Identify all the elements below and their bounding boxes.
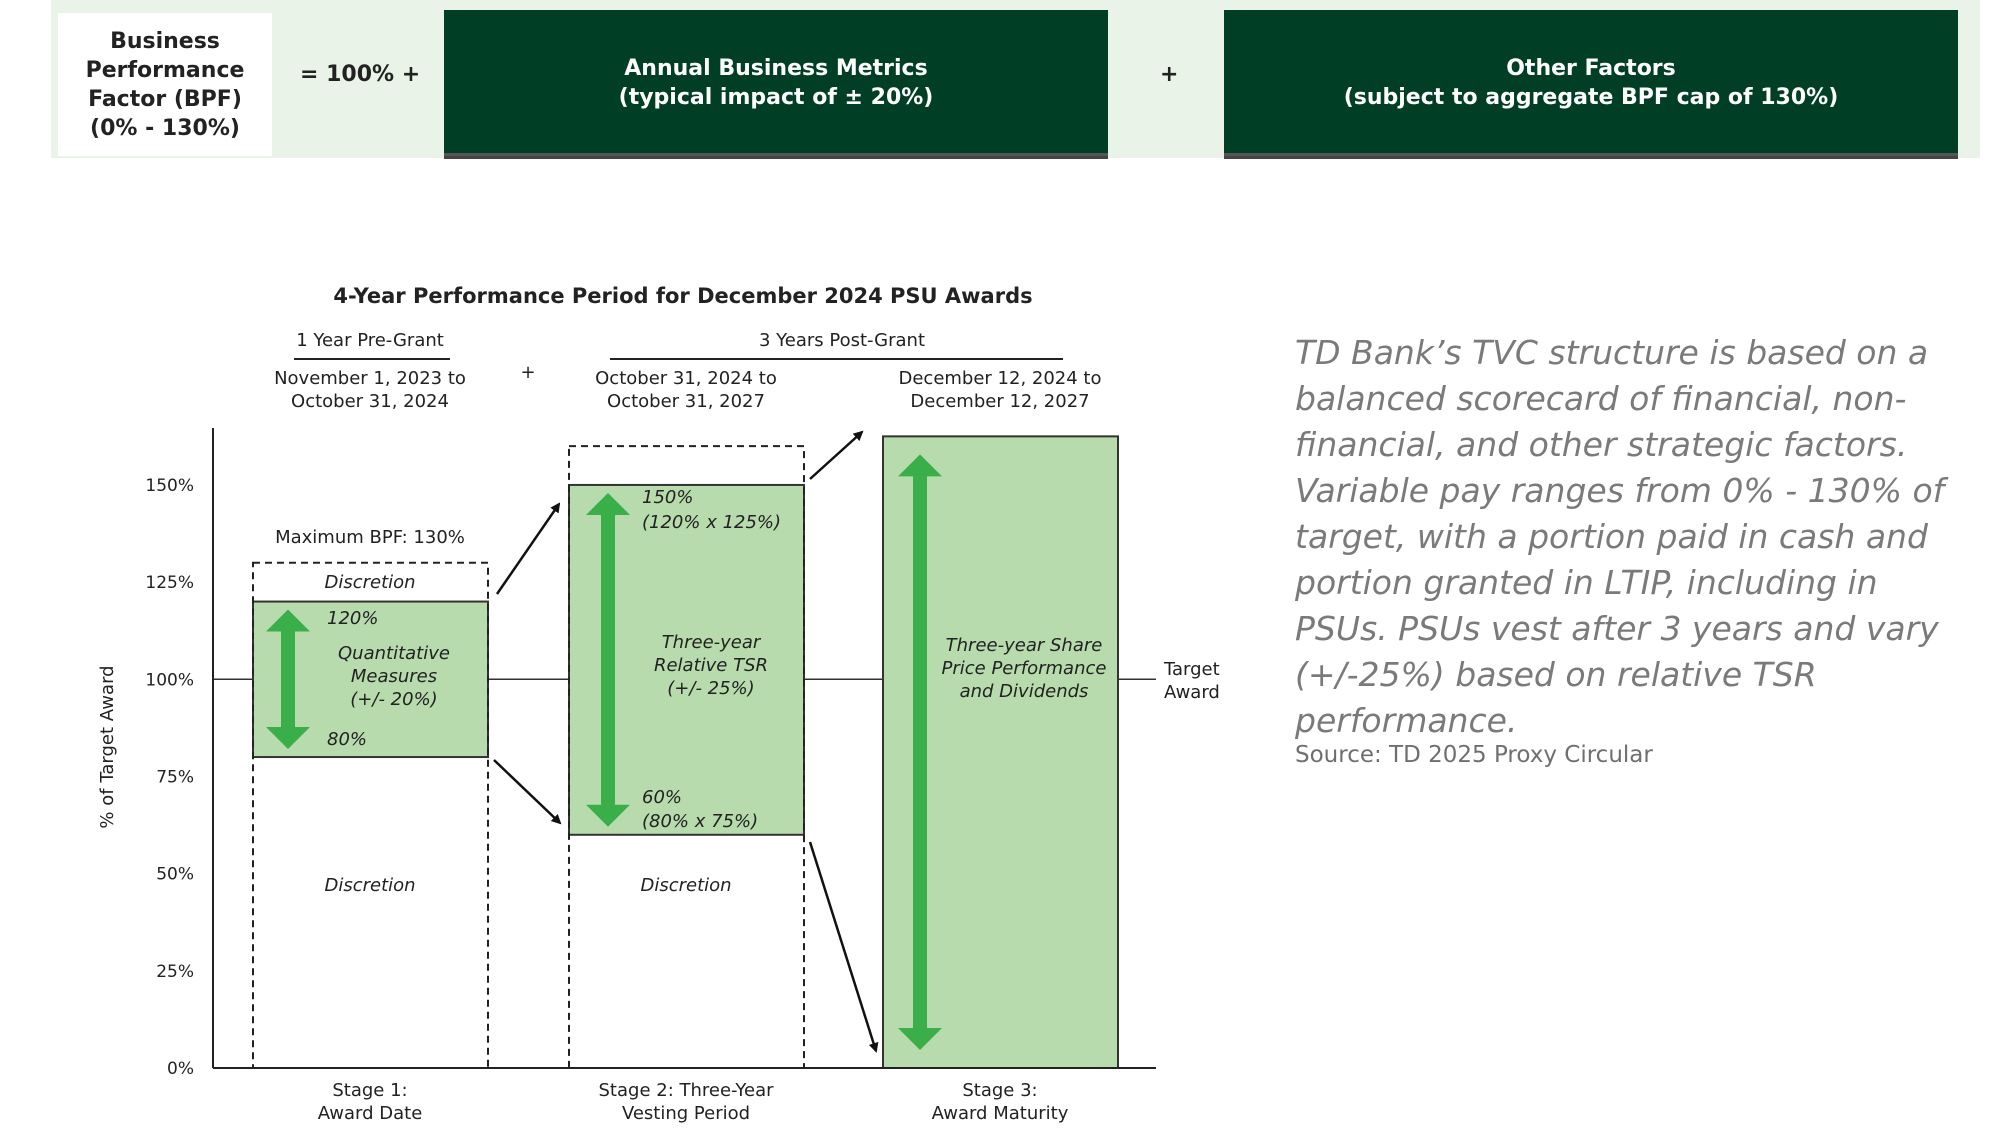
plus-sign: + xyxy=(1160,62,1179,87)
period-label-pre-grant: 1 Year Pre-Grant xyxy=(296,330,444,351)
stage2-label: Vesting Period xyxy=(622,1103,750,1124)
stage2-high-label: (120% x 125%) xyxy=(642,512,781,533)
stage1-low-label: 80% xyxy=(327,729,367,750)
box-subtitle: (subject to aggregate BPF cap of 130%) xyxy=(1343,85,1839,110)
box-title: Annual Business Metrics xyxy=(624,56,928,81)
y-tick-label: 25% xyxy=(156,962,194,982)
source-note: Source: TD 2025 Proxy Circular xyxy=(1295,742,1653,768)
flow-arrow-icon xyxy=(493,759,562,825)
discretion-label: Discretion xyxy=(640,875,731,896)
flow-arrow-icon xyxy=(808,841,879,1053)
period-label-post-grant: 3 Years Post-Grant xyxy=(759,330,925,351)
stage2-center-label: Three-year xyxy=(662,632,762,653)
y-tick-label: 50% xyxy=(156,865,194,885)
stage3-dates: December 12, 2027 xyxy=(910,391,1089,412)
stage1-range-arrow-icon xyxy=(266,609,310,750)
stage2-label: Stage 2: Three-Year xyxy=(599,1080,775,1101)
flow-arrow-icon xyxy=(495,502,561,595)
stage2-low-label: (80% x 75%) xyxy=(642,811,758,832)
flow-arrow-icon xyxy=(809,430,864,480)
plus-sign: + xyxy=(520,362,535,383)
stage2-dates: October 31, 2024 to xyxy=(595,368,777,389)
stage1-high-label: 120% xyxy=(327,608,378,629)
commentary-text: TD Bank’s TVC structure is based on a ba… xyxy=(1295,333,1945,740)
chart-title: 4-Year Performance Period for December 2… xyxy=(333,284,1032,308)
equals-100-label: = 100% + xyxy=(300,62,421,87)
box-title: Other Factors xyxy=(1506,56,1676,81)
y-tick-label: 150% xyxy=(145,476,194,496)
stage3-dates: December 12, 2024 to xyxy=(898,368,1101,389)
other-factors-box: Other Factors (subject to aggregate BPF … xyxy=(1224,10,1958,156)
target-award-label: Target xyxy=(1163,659,1220,680)
y-axis-label: % of Target Award xyxy=(97,665,118,828)
annual-business-metrics-box: Annual Business Metrics (typical impact … xyxy=(444,10,1108,156)
stage1-label: Stage 1: xyxy=(332,1080,407,1101)
stage2-low-label: 60% xyxy=(642,787,682,808)
discretion-label: Discretion xyxy=(324,875,415,896)
stage2-high-label: 150% xyxy=(642,487,693,508)
max-bpf-label: Maximum BPF: 130% xyxy=(275,527,465,548)
stage2-center-label: (+/- 25%) xyxy=(667,678,754,699)
stage1-label: Award Date xyxy=(318,1103,423,1124)
stage1-center-label: Measures xyxy=(351,666,437,687)
y-tick-label: 75% xyxy=(156,767,194,787)
stage3-center-label: Price Performance xyxy=(942,658,1107,679)
y-tick-label: 125% xyxy=(145,573,194,593)
stage2-center-label: Relative TSR xyxy=(654,655,768,676)
discretion-label: Discretion xyxy=(324,572,415,593)
y-tick-label: 100% xyxy=(145,670,194,690)
stage3-range-arrow-icon xyxy=(898,454,942,1050)
stage2-dates: October 31, 2027 xyxy=(607,391,765,412)
stage3-center-label: and Dividends xyxy=(960,681,1089,702)
stage1-dates: October 31, 2024 xyxy=(291,391,449,412)
stage3-label: Stage 3: xyxy=(962,1080,1037,1101)
bpf-label: Business Performance Factor (BPF) (0% - … xyxy=(58,13,272,156)
stage3-center-label: Three-year Share xyxy=(946,635,1103,656)
stage1-center-label: (+/- 20%) xyxy=(350,689,437,710)
box-subtitle: (typical impact of ± 20%) xyxy=(618,85,934,110)
y-tick-label: 0% xyxy=(167,1059,194,1079)
stage3-label: Award Maturity xyxy=(932,1103,1069,1124)
stage1-dates: November 1, 2023 to xyxy=(274,368,466,389)
stage1-center-label: Quantitative xyxy=(338,643,450,664)
stage2-range-arrow-icon xyxy=(586,492,630,827)
target-award-label: Award xyxy=(1164,682,1220,703)
